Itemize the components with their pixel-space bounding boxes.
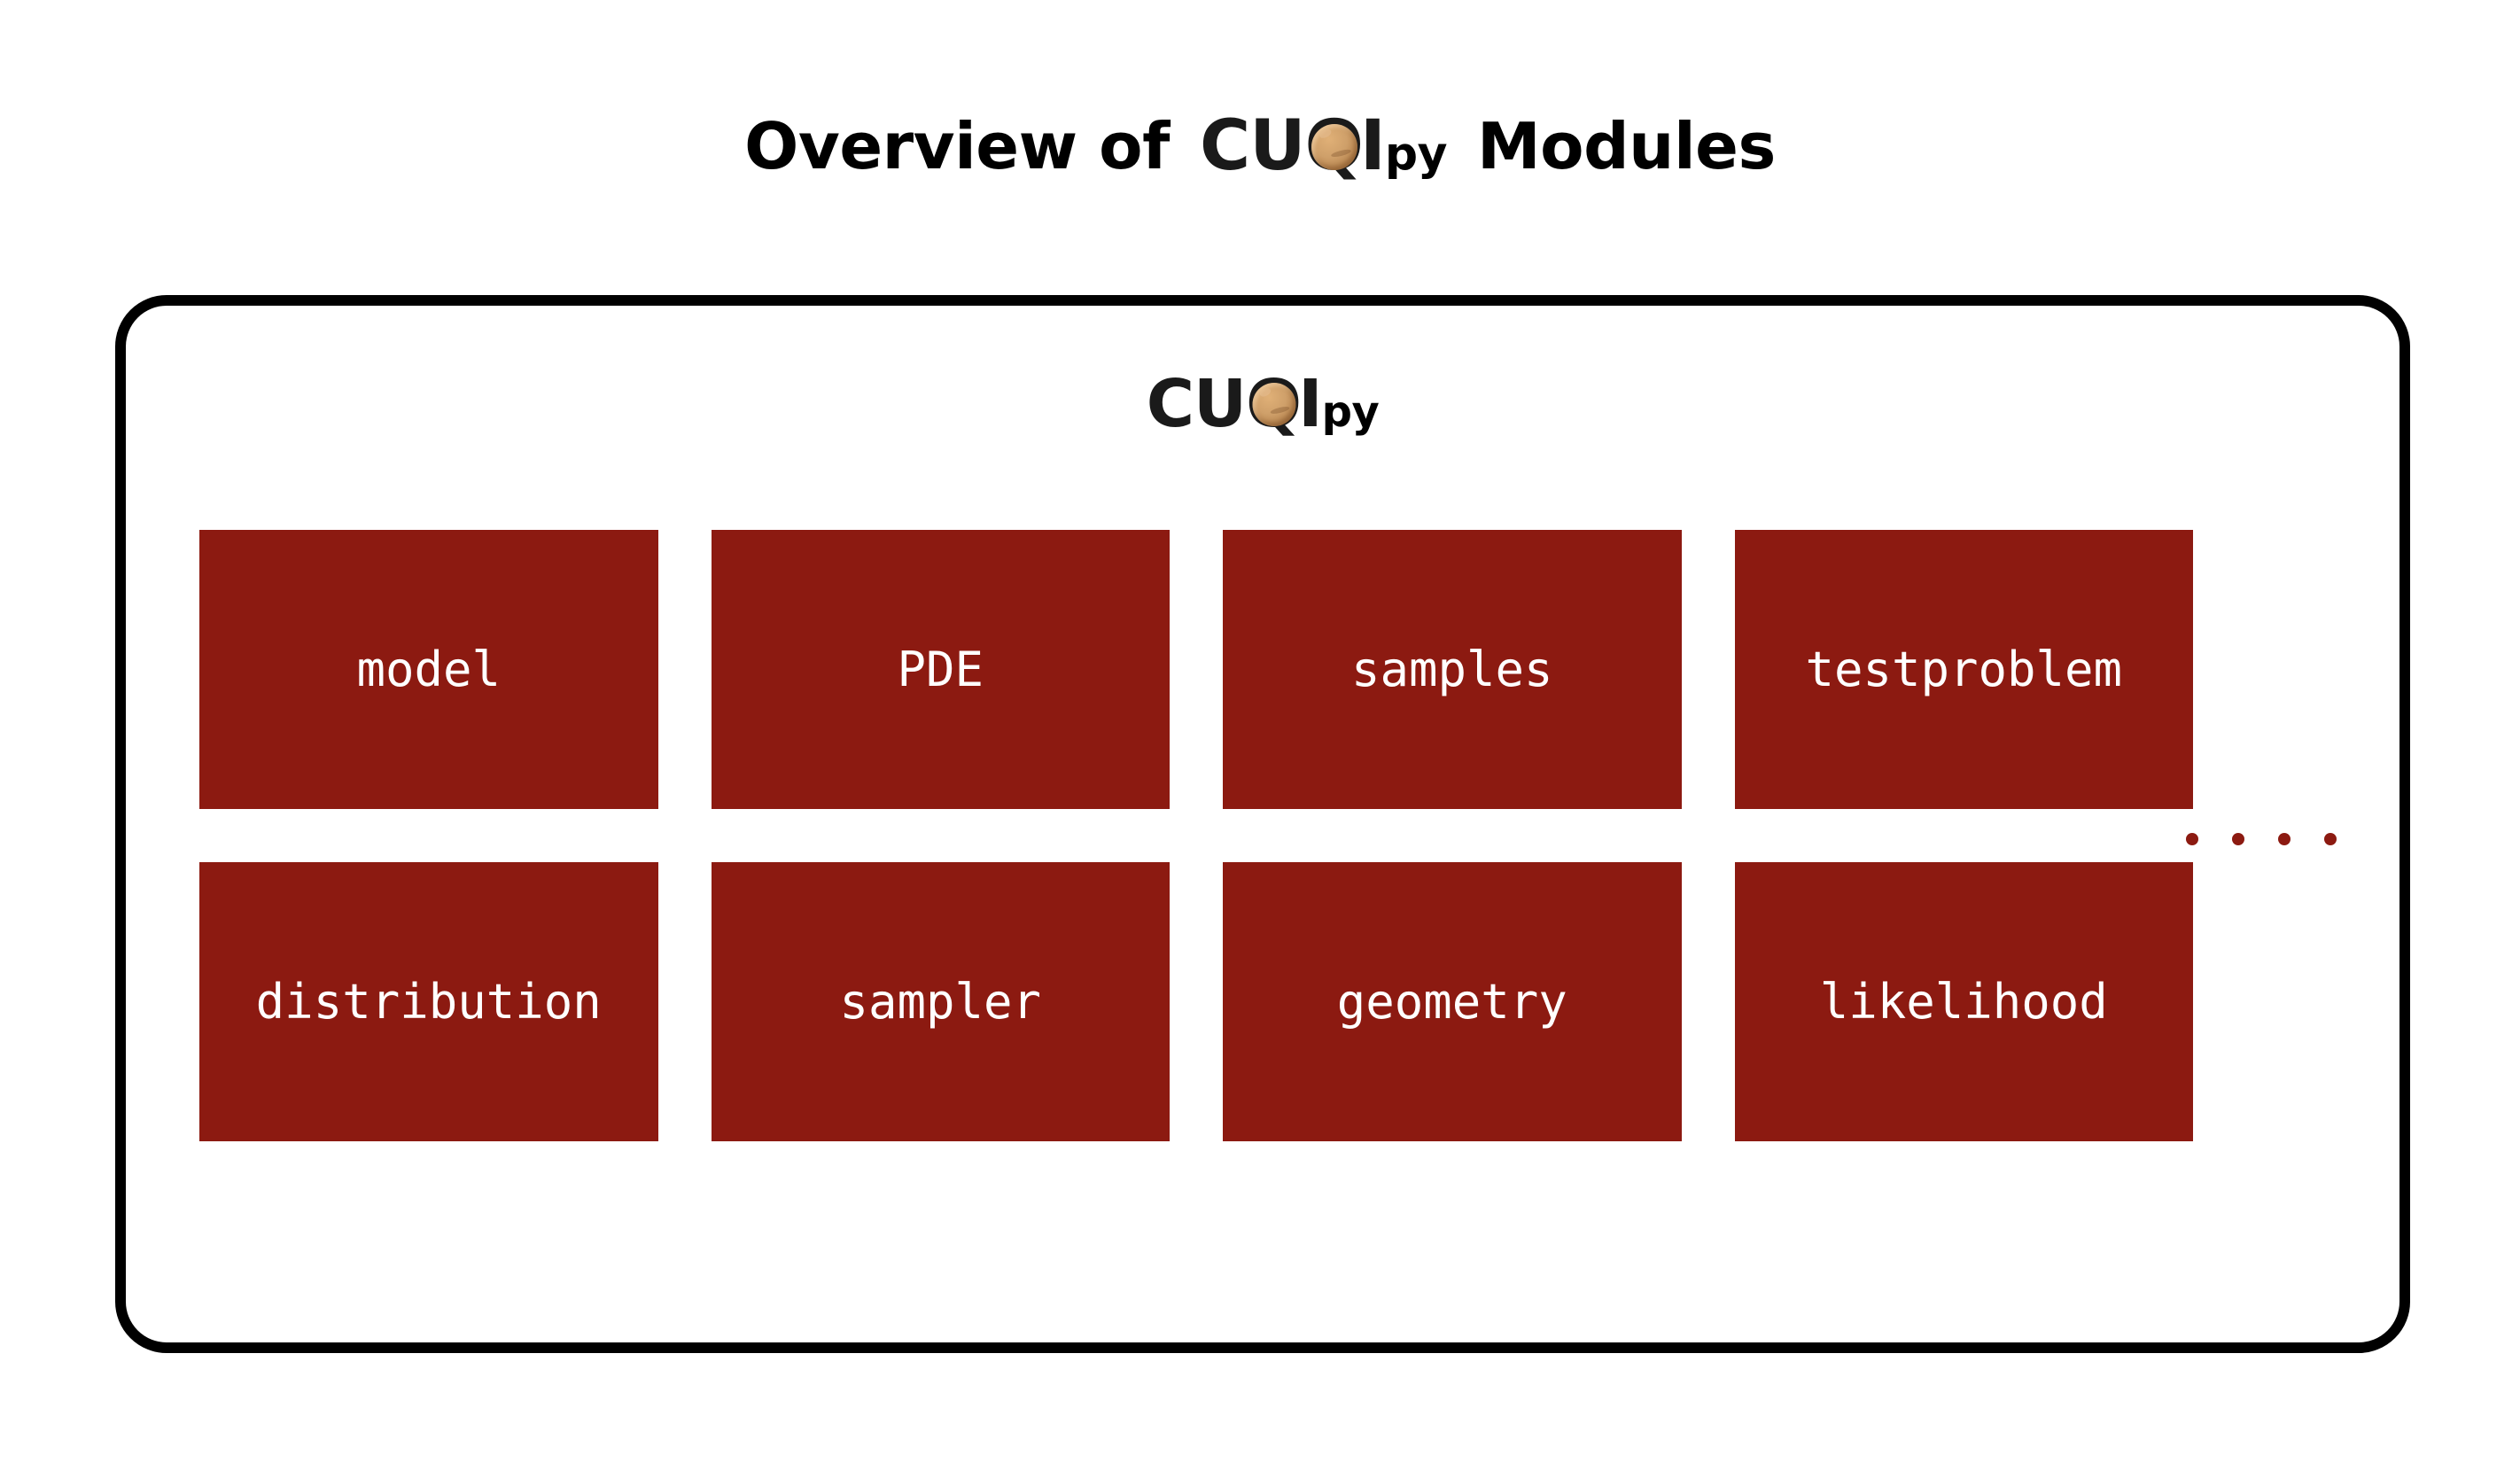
page-title: Overview of CU Q I py Modules: [0, 97, 2520, 195]
module-row: distribution sampler geometry likelihood: [199, 862, 2193, 1141]
module-card-geometry[interactable]: geometry: [1223, 862, 1682, 1141]
cuqipy-package-container: CU Q I py model PDE samples: [115, 295, 2410, 1353]
cuqipy-logo-title: CU Q I py: [1199, 106, 1448, 186]
package-logo-row: CU Q I py: [126, 366, 2399, 442]
logo-text-cu: CU: [1199, 106, 1306, 186]
module-card-likelihood[interactable]: likelihood: [1734, 862, 2193, 1141]
cuqipy-logo-inner: CU Q I py: [1147, 366, 1380, 442]
module-label: geometry: [1336, 973, 1567, 1030]
ellipsis-dot-icon: [2278, 833, 2291, 845]
module-card-sampler[interactable]: sampler: [711, 862, 1170, 1141]
module-label: sampler: [839, 973, 1042, 1030]
module-label: PDE: [897, 641, 984, 697]
module-card-testproblem[interactable]: testproblem: [1734, 530, 2193, 809]
page-title-prefix: Overview of: [744, 109, 1170, 183]
module-label: model: [356, 641, 502, 697]
module-label: likelihood: [1819, 973, 2108, 1030]
logo-text-i: I: [1298, 366, 1323, 442]
more-modules-ellipsis: [2186, 833, 2337, 845]
page-title-suffix: Modules: [1477, 109, 1776, 183]
logo-text-i: I: [1359, 106, 1386, 186]
module-label: testproblem: [1805, 641, 2123, 697]
module-label: samples: [1350, 641, 1553, 697]
ellipsis-dot-icon: [2232, 833, 2244, 845]
module-label: distribution: [255, 973, 602, 1030]
module-card-model[interactable]: model: [199, 530, 658, 809]
logo-text-py: py: [1321, 387, 1380, 437]
module-card-distribution[interactable]: distribution: [199, 862, 658, 1141]
logo-text-cu: CU: [1146, 366, 1247, 442]
logo-text-py: py: [1384, 128, 1448, 181]
module-row: model PDE samples testproblem: [199, 530, 2193, 809]
logo-text-q: Q: [1304, 106, 1364, 186]
logo-letter-q: Q: [1305, 106, 1364, 186]
module-card-pde[interactable]: PDE: [711, 530, 1170, 809]
logo-letter-q: Q: [1246, 366, 1302, 442]
ellipsis-dot-icon: [2186, 833, 2198, 845]
module-grid: model PDE samples testproblem distributi…: [199, 530, 2193, 1141]
logo-text-q: Q: [1246, 366, 1303, 442]
module-card-samples[interactable]: samples: [1223, 530, 1682, 809]
ellipsis-dot-icon: [2324, 833, 2337, 845]
